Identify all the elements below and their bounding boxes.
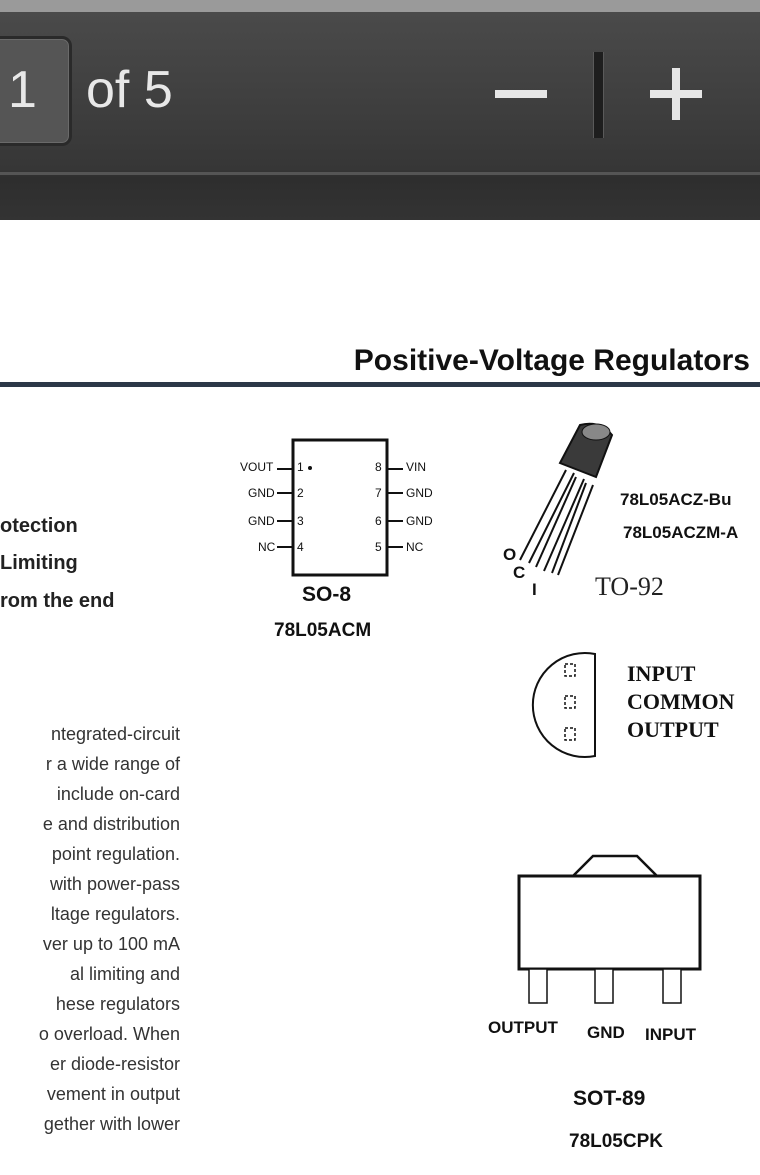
zoom-in-button[interactable] <box>650 68 702 120</box>
current-page-number: 1 <box>8 61 37 119</box>
to92-lead-label: I <box>532 580 537 599</box>
so8-pin-number: 7 <box>375 486 382 500</box>
sot89-part-number: 78L05CPK <box>569 1131 663 1152</box>
description-line: include on-card <box>56 784 180 804</box>
page-number-input[interactable] <box>0 36 72 146</box>
zoom-divider <box>593 52 604 138</box>
description-line: ltage regulators. <box>50 904 180 924</box>
description-line: o overload. When <box>38 1024 180 1044</box>
description-line: ntegrated-circuit <box>50 724 180 744</box>
description-line: gether with lower <box>43 1114 180 1134</box>
so8-pin-number: 1 <box>297 460 304 474</box>
sot89-pin-label: INPUT <box>645 1025 696 1044</box>
to92-package-label: TO-92 <box>595 572 664 601</box>
description-line: hese regulators <box>55 994 180 1014</box>
description-line: with power-pass <box>49 874 180 894</box>
viewer-toolbar <box>0 0 760 220</box>
sot89-pin-label: OUTPUT <box>488 1018 558 1037</box>
to92-pin-label: COMMON <box>627 689 735 714</box>
so8-pin-left-name: GND <box>248 514 275 528</box>
title-rule <box>0 382 760 387</box>
so8-body <box>291 438 389 577</box>
sot89-pin-label: GND <box>587 1023 625 1042</box>
feature-line: rom the end <box>0 590 115 612</box>
description-line: point regulation. <box>51 844 180 864</box>
so8-pin-number: 5 <box>375 540 382 554</box>
so8-pin-right-name: GND <box>406 486 433 500</box>
sot89-package-drawing <box>517 854 702 1004</box>
so8-package-diagram <box>277 438 403 577</box>
total-pages-label: of 5 <box>86 61 173 119</box>
feature-line: otection <box>0 515 78 537</box>
description-line: er diode-resistor <box>49 1054 180 1074</box>
to92-lead-label: C <box>513 563 526 582</box>
sot89-package-label: SOT-89 <box>573 1087 646 1110</box>
pin1-dot <box>308 466 312 470</box>
so8-package-label: SO-8 <box>302 583 352 606</box>
so8-pin-number: 3 <box>297 514 304 528</box>
zoom-out-button[interactable] <box>495 90 547 98</box>
so8-pin-number: 8 <box>375 460 382 474</box>
toolbar-separator <box>0 172 760 175</box>
so8-part-number: 78L05ACM <box>274 620 372 641</box>
description-line: ver up to 100 mA <box>42 934 180 954</box>
feature-line: Limiting <box>0 552 78 574</box>
so8-pin-number: 6 <box>375 514 382 528</box>
so8-pin-left-name: VOUT <box>240 460 274 474</box>
to92-pin-label: INPUT <box>627 661 696 686</box>
description-line: vement in output <box>46 1084 180 1104</box>
to92-package-drawing <box>519 422 614 576</box>
description-line: r a wide range of <box>45 754 180 774</box>
so8-pin-number: 2 <box>297 486 304 500</box>
to92-pin-label: OUTPUT <box>627 717 719 742</box>
document-title: Positive-Voltage Regulators <box>353 344 750 377</box>
to92-lead-label: O <box>503 545 517 564</box>
so8-pin-right-name: NC <box>406 540 424 554</box>
so8-pin-left-name: GND <box>248 486 275 500</box>
so8-pin-number: 4 <box>297 540 304 554</box>
to92-part-number-2: 78L05ACZM-A <box>623 523 739 542</box>
so8-pin-right-name: GND <box>406 514 433 528</box>
so8-pin-right-name: VIN <box>406 460 427 474</box>
to92-part-number-1: 78L05ACZ-Bu <box>620 490 732 509</box>
to92-bottom-view <box>531 652 596 758</box>
description-line: e and distribution <box>42 814 180 834</box>
so8-pin-left-name: NC <box>258 540 276 554</box>
description-line: al limiting and <box>69 964 180 984</box>
